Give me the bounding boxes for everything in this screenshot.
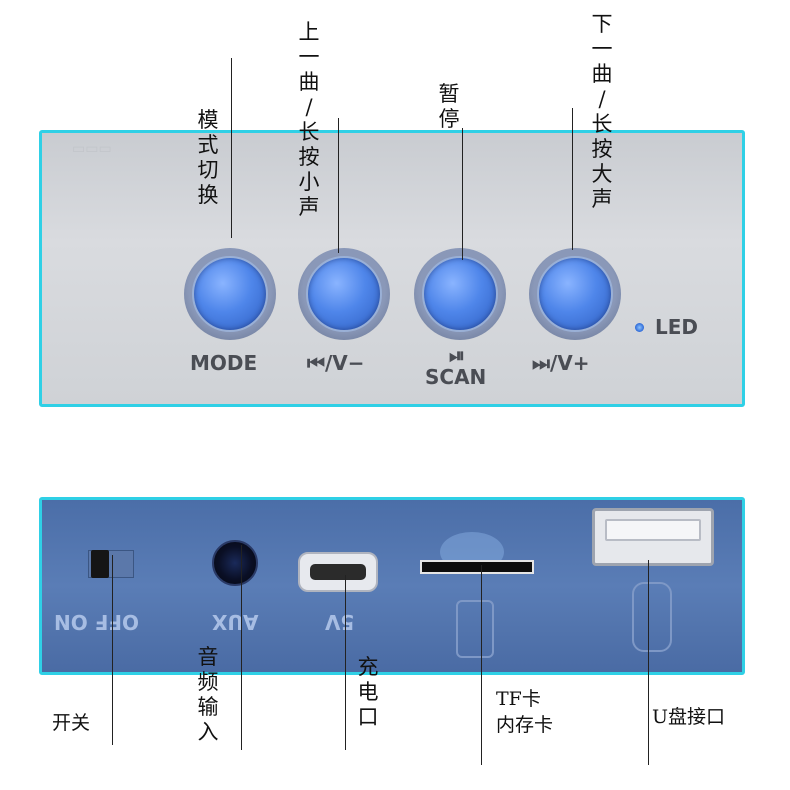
usb-leader-line <box>648 560 649 765</box>
prev-button-housing <box>298 248 390 340</box>
port-panel: OFF ON AUX 5V <box>39 497 745 675</box>
power-switch[interactable] <box>91 550 109 578</box>
aux-jack[interactable] <box>212 540 258 586</box>
charge-annotation: 充 电 口 <box>357 655 379 729</box>
aux-annotation: 音 频 输 入 <box>197 645 219 744</box>
switch-annotation: 开关 <box>52 712 91 734</box>
play-pause-icon: ⏯ <box>449 343 465 367</box>
prev-leader-line <box>338 118 339 253</box>
next-button-housing <box>529 248 621 340</box>
led-indicator <box>635 323 644 332</box>
usb-a-opening <box>605 519 701 541</box>
micro-usb-port[interactable] <box>298 552 378 592</box>
next-button-label: ⏭/V+ <box>532 351 590 375</box>
tf-annotation-line-1: TF卡 <box>496 688 541 710</box>
play-pause-button[interactable] <box>422 256 498 332</box>
next-annotation: 下 一 曲 / 长 按 大 声 <box>591 12 613 211</box>
pause-annotation: 暂 停 <box>438 82 460 131</box>
prev-annotation: 上 一 曲 / 长 按 小 声 <box>298 20 320 219</box>
tf-card-slot[interactable] <box>420 560 534 574</box>
next-leader-line <box>572 108 573 250</box>
charge-leader-line <box>345 575 346 750</box>
mode-button-label: MODE <box>190 351 258 375</box>
scan-label: SCAN <box>425 365 487 389</box>
charge-label: 5V <box>325 610 355 634</box>
mode-annotation: 模 式 切 换 <box>197 108 219 207</box>
usb-a-port[interactable] <box>592 508 714 566</box>
control-panel: ▭▭▭ MODE ⏮/V− ⏯ SCAN ⏭/V+ LED <box>39 130 745 407</box>
tf-annotation-line-2: 内存卡 <box>496 714 554 736</box>
next-volume-up-button[interactable] <box>537 256 613 332</box>
led-label: LED <box>655 315 699 339</box>
mode-leader-line <box>231 58 232 238</box>
tf-leader-line <box>481 565 482 765</box>
usb-drive-icon <box>632 582 672 652</box>
usb-annotation: U盘接口 <box>652 706 726 728</box>
mode-button[interactable] <box>192 256 268 332</box>
panel-ghost-mark: ▭▭▭ <box>72 141 112 157</box>
switch-leader-line <box>112 555 113 745</box>
prev-button-label: ⏮/V− <box>307 351 365 375</box>
mode-button-housing <box>184 248 276 340</box>
aux-label: AUX <box>212 610 259 634</box>
tf-card-icon <box>456 600 494 658</box>
switch-label: OFF ON <box>54 610 140 634</box>
aux-leader-line <box>241 545 242 750</box>
pause-leader-line <box>462 128 463 260</box>
prev-volume-down-button[interactable] <box>306 256 382 332</box>
power-switch-slot <box>88 550 134 578</box>
micro-usb-opening <box>310 564 366 580</box>
play-pause-button-housing <box>414 248 506 340</box>
